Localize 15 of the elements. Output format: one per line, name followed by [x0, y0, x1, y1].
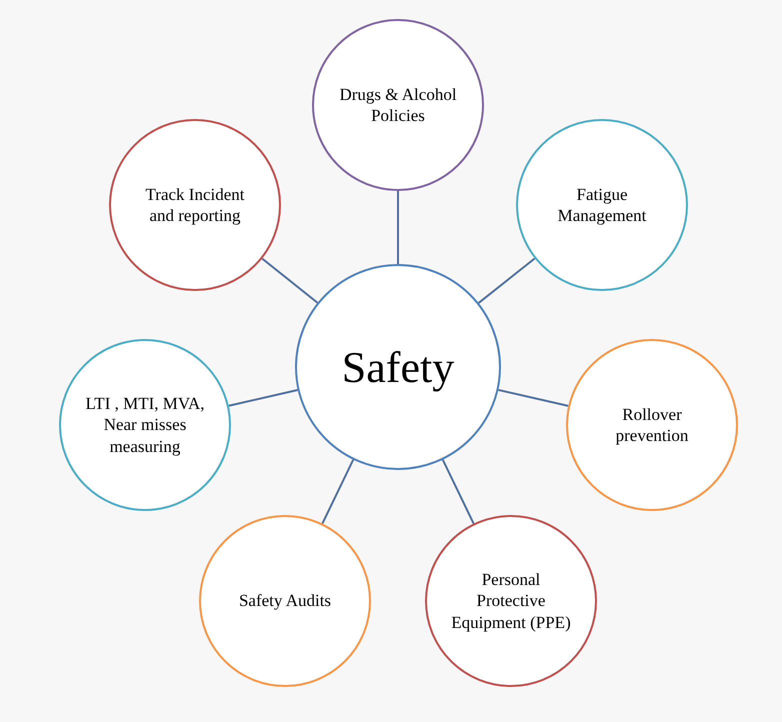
topic-label: LTI , MTI, MVA, Near misses measuring: [84, 393, 206, 457]
connector-line: [498, 388, 568, 407]
connector-line: [478, 258, 536, 304]
topic-label: Drugs & Alcohol Policies: [338, 84, 458, 126]
connector-line: [397, 191, 399, 264]
topic-label: Track Incident and reporting: [144, 184, 246, 226]
connector-line: [442, 459, 474, 524]
topic-label: Safety Audits: [238, 590, 332, 612]
topic-label: Fatigue Management: [556, 184, 648, 226]
connector-line: [322, 459, 354, 524]
central-label: Safety: [342, 342, 454, 394]
connector-line: [262, 258, 318, 304]
topic-label: Personal Protective Equipment (PPE): [450, 569, 572, 633]
connector-line: [228, 389, 298, 407]
topic-label: Rollover prevention: [614, 404, 690, 446]
